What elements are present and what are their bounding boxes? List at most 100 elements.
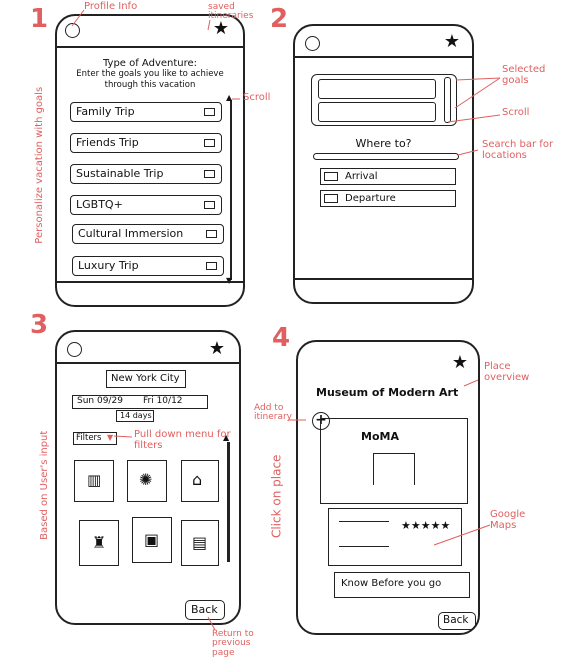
end-date: Fri 10/12 (143, 396, 183, 406)
monument-icon: ♜ (92, 533, 107, 552)
screen-number-3: 3 (30, 310, 49, 340)
know-before-section[interactable]: Know Before you go (334, 572, 470, 598)
date-range-field[interactable]: Sun 09/29 Fri 10/12 (72, 395, 208, 409)
screen-number-1: 1 (30, 4, 49, 34)
place-image: MoMA (320, 418, 468, 504)
annotation-place-overview: Place overview (484, 361, 530, 383)
place-image-label: MoMA (361, 430, 399, 443)
screen1-heading: Type of Adventure: (102, 58, 198, 69)
annotation-return: Return to previous page (212, 629, 254, 658)
star-icon[interactable]: ★ (451, 352, 468, 373)
goal-option-lgbtq[interactable]: LGBTQ+ (70, 195, 222, 215)
museum-icon: ⌂ (192, 470, 203, 489)
screen-number-2: 2 (270, 4, 289, 34)
scroll-down-icon[interactable]: ▼ (226, 276, 233, 285)
goal-option-family[interactable]: Family Trip (70, 102, 222, 122)
checkbox-icon[interactable] (206, 230, 217, 238)
selected-goal-item[interactable] (318, 102, 436, 122)
checkbox-icon[interactable] (206, 262, 217, 270)
back-button[interactable]: Back (185, 600, 225, 620)
museum-facade-icon (373, 453, 415, 485)
duration-label: 14 days (120, 411, 152, 420)
ferris-wheel-icon: ✺ (139, 470, 153, 489)
city-field[interactable]: New York City (106, 370, 186, 388)
star-icon[interactable]: ★ (443, 31, 460, 52)
arrow-scroll2 (447, 114, 501, 123)
checkbox-icon[interactable] (204, 108, 215, 116)
start-date: Sun 09/29 (77, 396, 123, 406)
annotation-personalize: Personalize vacation with goals (33, 86, 45, 244)
departure-label: Departure (345, 193, 396, 204)
goal-label: Friends Trip (76, 136, 139, 149)
back-label: Back (191, 603, 218, 616)
star-icon[interactable]: ★ (212, 18, 229, 39)
goals-scrollbar[interactable] (444, 77, 451, 123)
result-card[interactable]: ⌂ (181, 460, 219, 502)
arrow-goals2 (454, 77, 501, 109)
screen1-phone: ★ Type of Adventure: Enter the goals you… (55, 14, 245, 307)
screen1-scrollbar[interactable] (230, 100, 232, 280)
result-card[interactable]: ▣ (132, 517, 172, 563)
result-card[interactable]: ▥ (74, 460, 114, 502)
results-scrollbar[interactable] (227, 442, 230, 562)
arrow-goals1 (455, 77, 501, 81)
star-icon[interactable]: ★ (208, 338, 225, 359)
arrow-back (207, 616, 216, 631)
scroll-up-icon[interactable]: ▲ (223, 433, 230, 442)
screen2-top-bar: ★ (295, 26, 472, 58)
calendar-icon (324, 194, 338, 203)
screen3-top-bar: ★ (57, 332, 239, 364)
selected-goal-item[interactable] (318, 79, 436, 99)
profile-icon[interactable] (65, 23, 80, 38)
know-before-label: Know Before you go (341, 578, 442, 589)
annotation-pull-down: Pull down menu for filters (134, 429, 231, 451)
screen2-bottom-bar (295, 278, 472, 302)
checkbox-icon[interactable] (204, 170, 215, 178)
landmark-icon: ▣ (144, 530, 160, 549)
scroll-up-icon[interactable]: ▲ (226, 93, 233, 102)
goal-label: LGBTQ+ (76, 198, 123, 211)
goal-option-cultural[interactable]: Cultural Immersion (72, 224, 224, 244)
building-icon: ▥ (87, 471, 102, 489)
goal-label: Family Trip (76, 105, 135, 118)
profile-icon[interactable] (305, 36, 320, 51)
annotation-google-maps: Google Maps (490, 509, 526, 531)
screen3-phone: ★ New York City Sun 09/29 Fri 10/12 14 d… (55, 330, 241, 625)
arrow-saved (207, 19, 211, 31)
filters-label: Filters (76, 433, 102, 443)
back-button[interactable]: Back (438, 612, 476, 630)
filters-dropdown[interactable]: Filters ▼ (73, 432, 117, 445)
where-to-label: Where to? (355, 137, 412, 150)
goal-label: Sustainable Trip (76, 167, 164, 180)
google-maps-card[interactable]: ★★★★★ (328, 508, 462, 566)
screen2-phone: ★ Where to? Arrival Departure (293, 24, 474, 304)
arrival-label: Arrival (345, 171, 378, 182)
annotation-profile-info: Profile Info (84, 1, 138, 12)
screen4-phone: ★ Museum of Modern Art + MoMA ★★★★★ Know… (296, 340, 480, 635)
chevron-down-icon[interactable]: ▼ (107, 433, 114, 442)
city-label: New York City (111, 373, 180, 384)
screen1-subheading2: through this vacation (104, 80, 196, 90)
result-card[interactable]: ▤ (181, 520, 219, 566)
bus-icon: ▤ (192, 533, 208, 552)
screen-number-4: 4 (272, 323, 291, 353)
arrow-profile (71, 9, 85, 27)
arrival-field[interactable]: Arrival (320, 168, 456, 185)
result-card[interactable]: ✺ (127, 460, 167, 502)
checkbox-icon[interactable] (204, 139, 215, 147)
screen4-top-bar: ★ (298, 342, 478, 373)
screen1-subheading1: Enter the goals you like to achieve (76, 69, 224, 79)
screen1-bottom-bar (57, 281, 243, 305)
place-title: Museum of Modern Art (316, 386, 459, 399)
checkbox-icon[interactable] (204, 201, 215, 209)
goal-option-friends[interactable]: Friends Trip (70, 133, 222, 153)
goal-option-sustainable[interactable]: Sustainable Trip (70, 164, 222, 184)
map-text-lines (339, 521, 389, 547)
departure-field[interactable]: Departure (320, 190, 456, 207)
goal-option-luxury[interactable]: Luxury Trip (72, 256, 224, 276)
annotation-selected-goals: Selected goals (502, 64, 546, 86)
result-card[interactable]: ♜ (79, 520, 119, 566)
location-search-bar[interactable] (313, 153, 459, 160)
screen1-top-bar: ★ (57, 16, 243, 48)
profile-icon[interactable] (67, 342, 82, 357)
